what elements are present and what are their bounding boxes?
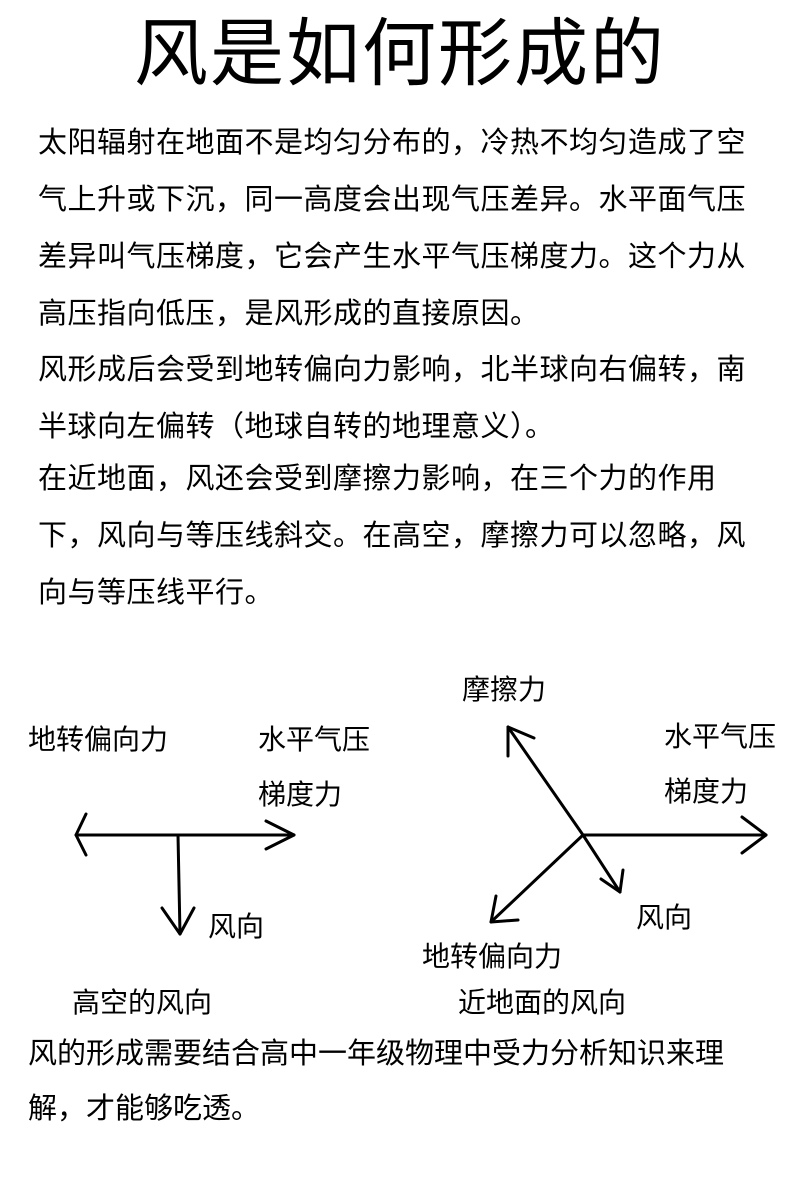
upper-air-diagram xyxy=(74,812,296,936)
surface-friction-label: 摩擦力 xyxy=(462,673,547,706)
surface-friction-arrow xyxy=(506,725,585,837)
upper-wind-label: 风向 xyxy=(208,910,265,943)
paragraph-formation: 太阳辐射在地面不是均匀分布的，冷热不均匀造成了空气上升或下沉，同一高度会出现气压… xyxy=(38,125,747,330)
surface-coriolis-arrow xyxy=(489,833,585,924)
surface-coriolis-label: 地转偏向力 xyxy=(422,940,563,973)
surface-pgf-arrowhead xyxy=(740,815,768,855)
footer-note: 风的形成需要结合高中一年级物理中受力分析知识来理解，才能够吃透。 xyxy=(28,1036,725,1125)
upper-pgf-arrowhead xyxy=(264,819,296,851)
upper-wind-arrow xyxy=(176,833,182,936)
upper-pgf-label-line2: 梯度力 xyxy=(258,778,343,811)
surface-wind-arrow xyxy=(581,833,622,894)
surface-pgf-label-line1: 水平气压 xyxy=(664,720,777,753)
paragraph-friction: 在近地面，风还会受到摩擦力影响，在三个力的作用下，风向与等压线斜交。在高空，摩擦… xyxy=(38,461,747,609)
surface-coriolis-arrowhead xyxy=(489,894,520,924)
upper-pgf-label-line1: 水平气压 xyxy=(258,723,371,756)
surface-wind-arrowhead xyxy=(599,868,625,894)
surface-caption: 近地面的风向 xyxy=(458,986,627,1019)
upper-wind-arrowhead xyxy=(160,906,196,936)
page-title: 风是如何形成的 xyxy=(134,11,666,97)
surface-friction-arrowhead xyxy=(506,725,536,758)
surface-wind-label: 风向 xyxy=(636,901,693,934)
paragraph-coriolis: 风形成后会受到地转偏向力影响，北半球向右偏转，南半球向左偏转（地球自转的地理意义… xyxy=(38,352,747,443)
upper-air-caption: 高空的风向 xyxy=(72,986,213,1019)
upper-coriolis-label: 地转偏向力 xyxy=(28,723,169,756)
surface-diagram xyxy=(489,725,768,924)
surface-pgf-label-line2: 梯度力 xyxy=(664,775,749,808)
upper-coriolis-arrowhead xyxy=(74,812,88,857)
